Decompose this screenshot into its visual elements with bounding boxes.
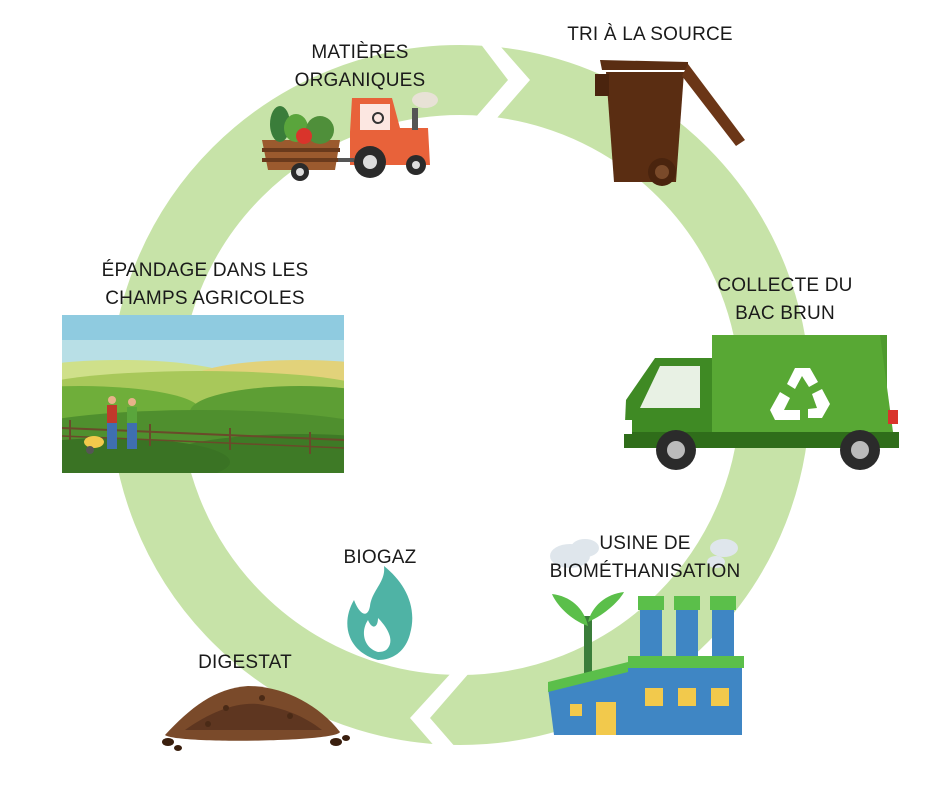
step-label-usine: USINE DE BIOMÉTHANISATION	[520, 530, 770, 586]
recycle-icon	[770, 368, 830, 420]
step-label-digestat: DIGESTAT	[170, 649, 320, 677]
flame-icon	[347, 566, 413, 660]
step-label-tri: TRI À LA SOURCE	[530, 21, 770, 49]
step-label-line1: TRI À LA SOURCE	[567, 24, 733, 45]
step-label-line2: ORGANIQUES	[294, 70, 426, 91]
step-label-line1: COLLECTE DU	[717, 275, 853, 296]
step-label-line2: CHAMPS AGRICOLES	[105, 288, 305, 309]
step-label-epandage: ÉPANDAGE DANS LES CHAMPS AGRICOLES	[70, 257, 340, 313]
step-label-line1: MATIÈRES	[311, 42, 409, 63]
step-label-line1: ÉPANDAGE DANS LES	[101, 260, 309, 281]
factory-icon	[548, 539, 744, 735]
farm-landscape-icon	[62, 315, 344, 473]
step-label-line2: BIOMÉTHANISATION	[549, 561, 741, 582]
tractor-icon	[262, 92, 438, 181]
step-label-matieres: MATIÈRES ORGANIQUES	[250, 39, 470, 95]
step-label-line2: BAC BRUN	[735, 303, 835, 324]
step-label-collecte: COLLECTE DU BAC BRUN	[680, 272, 890, 328]
step-label-line1: USINE DE	[599, 533, 691, 554]
soil-pile-icon	[162, 686, 350, 751]
step-label-line1: BIOGAZ	[343, 547, 417, 568]
step-label-line1: DIGESTAT	[198, 652, 292, 673]
step-label-biogaz: BIOGAZ	[320, 544, 440, 572]
garbage-truck-icon	[624, 335, 899, 470]
brown-bin-icon	[595, 60, 745, 186]
